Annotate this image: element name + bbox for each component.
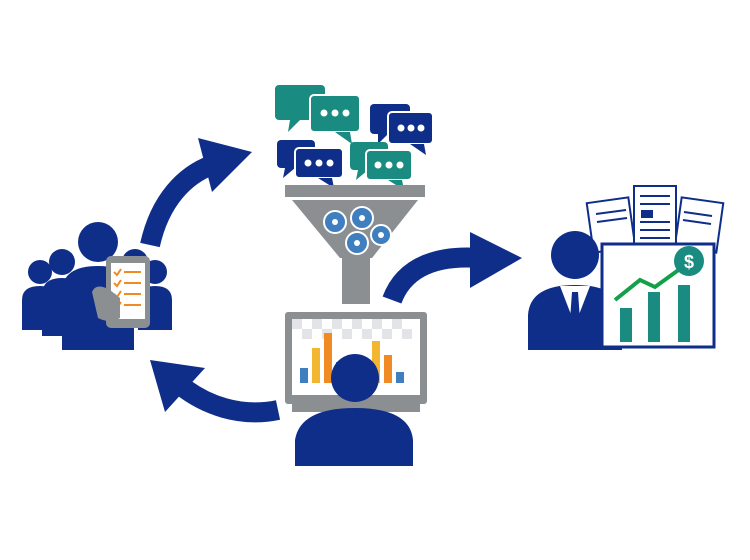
chat-bubble-icon xyxy=(365,149,413,190)
trend-arrow-icon xyxy=(613,264,686,302)
arrow-analyst-to-business xyxy=(382,232,522,305)
chat-bubbles-funnel-gears-icon xyxy=(275,85,434,304)
funnel-rim-icon xyxy=(285,185,425,197)
chat-bubble-icon xyxy=(387,111,434,155)
businessman-head xyxy=(551,231,599,279)
arrow-survey-to-funnel xyxy=(140,138,252,248)
dollar-coin-icon xyxy=(674,246,704,276)
person-at-monitor-chart-icon xyxy=(285,312,427,466)
businessman-growth-chart-icon: $ xyxy=(528,185,725,350)
funnel-icon xyxy=(292,200,418,258)
dollar-sign: $ xyxy=(684,252,694,272)
chat-bubble-icon xyxy=(309,94,361,144)
analyst-head xyxy=(331,354,379,402)
chat-bubble-icon xyxy=(294,147,344,188)
arrow-analyst-to-survey xyxy=(150,360,281,423)
people-with-phone-survey-icon xyxy=(22,222,172,350)
